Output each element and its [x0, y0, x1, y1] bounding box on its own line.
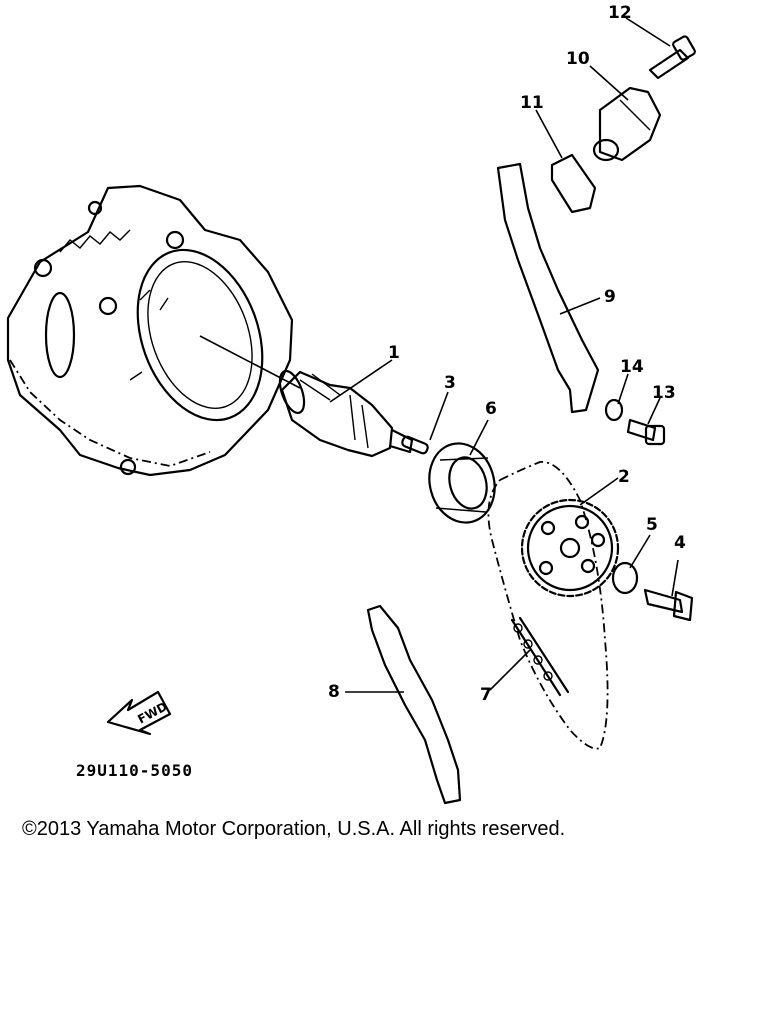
leader-lines [199, 17, 679, 693]
bolt-13 [626, 418, 666, 446]
callout-4: 4 [674, 533, 686, 553]
callout-14: 14 [620, 357, 644, 377]
bolt-12 [648, 35, 696, 80]
chain-guide [366, 604, 462, 805]
callout-10: 10 [566, 49, 590, 69]
washer-14 [604, 398, 624, 422]
decompressor-cam [428, 442, 496, 524]
bolt-4 [643, 588, 694, 622]
fwd-arrow: FWD [106, 690, 172, 736]
cam-chain [510, 616, 570, 697]
callout-7: 7 [480, 685, 492, 705]
callout-8: 8 [328, 682, 340, 702]
callout-2: 2 [618, 467, 630, 487]
cylinder-head [6, 184, 294, 477]
callout-3: 3 [444, 373, 456, 393]
callout-11: 11 [520, 93, 544, 113]
callout-12: 12 [608, 3, 632, 23]
callout-9: 9 [604, 287, 616, 307]
cam-chain-loop [487, 461, 609, 750]
callout-13: 13 [652, 383, 676, 403]
tensioner [592, 86, 662, 162]
parts-diagram: FWD 1 2 3 4 5 6 7 8 9 10 11 12 13 14 29U… [6, 3, 696, 805]
chain-guide-tensioner [496, 162, 600, 414]
drawing-code: 29U110-5050 [76, 761, 193, 780]
callout-1: 1 [388, 343, 400, 363]
washer [611, 561, 639, 595]
camshaft [278, 369, 414, 458]
cam-sprocket [520, 498, 620, 598]
copyright-notice: ©2013 Yamaha Motor Corporation, U.S.A. A… [22, 818, 566, 840]
callout-5: 5 [646, 515, 658, 535]
callout-6: 6 [485, 399, 497, 419]
pin [401, 435, 429, 455]
gasket [550, 153, 597, 214]
